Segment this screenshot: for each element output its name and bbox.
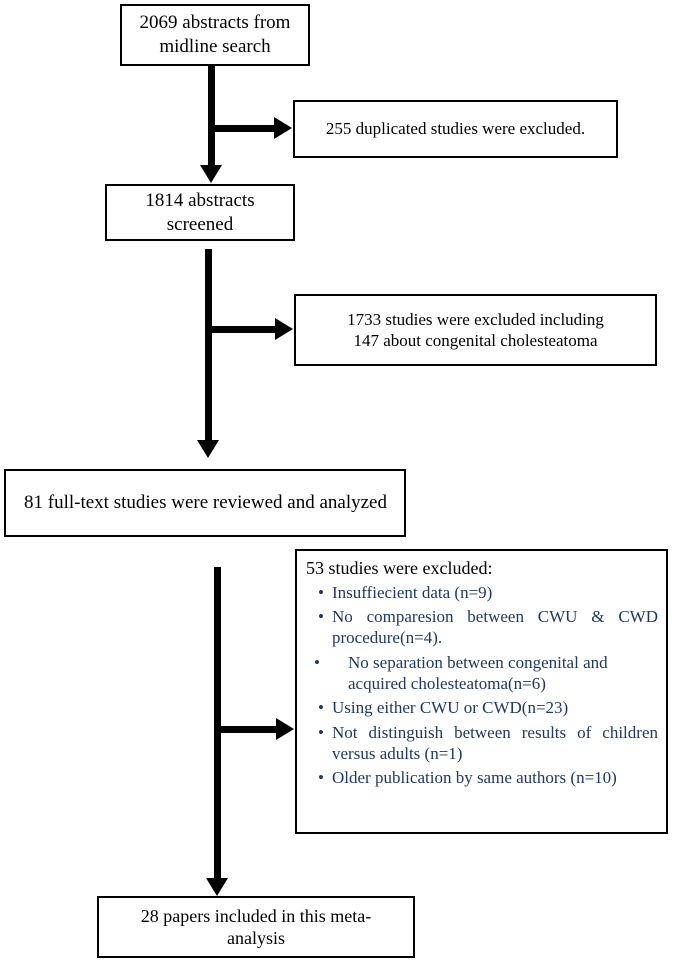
connector-branch-3 (214, 726, 278, 733)
node-duplicates-excluded: 255 duplicated studies were excluded. (293, 100, 618, 158)
node-duplicates-excluded-label: 255 duplicated studies were excluded. (325, 119, 586, 139)
bullet-icon: • (318, 768, 324, 788)
list-item: • Not distinguish between results of chi… (306, 723, 658, 764)
node-final-included-label: 28 papers included in this meta- analysi… (140, 905, 372, 949)
arrowhead-down-3 (206, 878, 228, 896)
list-item-label: Using either CWU or CWD(n=23) (332, 698, 569, 718)
arrowhead-right-1 (274, 117, 292, 139)
node-abstracts-found: 2069 abstracts from midline search (120, 4, 310, 66)
node-studies-excluded-label: 1733 studies were excluded including 147… (347, 309, 604, 350)
arrowhead-right-3 (276, 718, 294, 740)
node-fulltext-reviewed: 81 full-text studies were reviewed and a… (4, 469, 406, 537)
list-item: • Older publication by same authors (n=1… (306, 768, 658, 789)
connector-vertical-2 (205, 249, 212, 443)
connector-vertical-1 (208, 66, 215, 168)
excluded-reasons-list: • Insuffiecient data (n=9) • No compares… (306, 583, 658, 790)
list-item-label: Insuffiecient data (n=9) (332, 582, 493, 602)
bullet-icon: • (318, 698, 324, 718)
list-item-label: Older publication by same authors (n=10) (332, 768, 617, 788)
list-item-label: No separation between congenital and acq… (348, 652, 608, 693)
bullet-icon: • (314, 652, 320, 672)
list-item: • Insuffiecient data (n=9) (306, 583, 658, 604)
bullet-icon: • (318, 607, 324, 627)
connector-branch-2 (205, 326, 277, 333)
arrowhead-down-1 (200, 165, 222, 183)
list-item-label: No comparesion between CWU & CWD procedu… (332, 607, 658, 648)
node-excluded-details: 53 studies were excluded: • Insuffiecien… (295, 549, 668, 834)
node-fulltext-reviewed-label: 81 full-text studies were reviewed and a… (24, 492, 387, 514)
list-item-label: Not distinguish between results of child… (332, 723, 658, 763)
node-abstracts-screened: 1814 abstracts screened (105, 184, 295, 241)
list-item: • Using either CWU or CWD(n=23) (306, 698, 658, 719)
node-final-included: 28 papers included in this meta- analysi… (97, 896, 415, 958)
excluded-details-content: 53 studies were excluded: • Insuffiecien… (297, 551, 666, 797)
arrowhead-down-2 (197, 440, 219, 458)
node-studies-excluded: 1733 studies were excluded including 147… (294, 294, 657, 366)
excluded-details-header: 53 studies were excluded: (306, 558, 493, 578)
bullet-icon: • (318, 582, 324, 602)
arrowhead-right-2 (275, 318, 293, 340)
list-item: • No comparesion between CWU & CWD proce… (306, 607, 658, 648)
list-item: • No separation between congenital and a… (306, 653, 658, 694)
bullet-icon: • (318, 723, 324, 742)
node-abstracts-screened-label: 1814 abstracts screened (145, 189, 255, 235)
connector-branch-1 (208, 125, 276, 132)
node-abstracts-found-label: 2069 abstracts from midline search (139, 12, 291, 57)
